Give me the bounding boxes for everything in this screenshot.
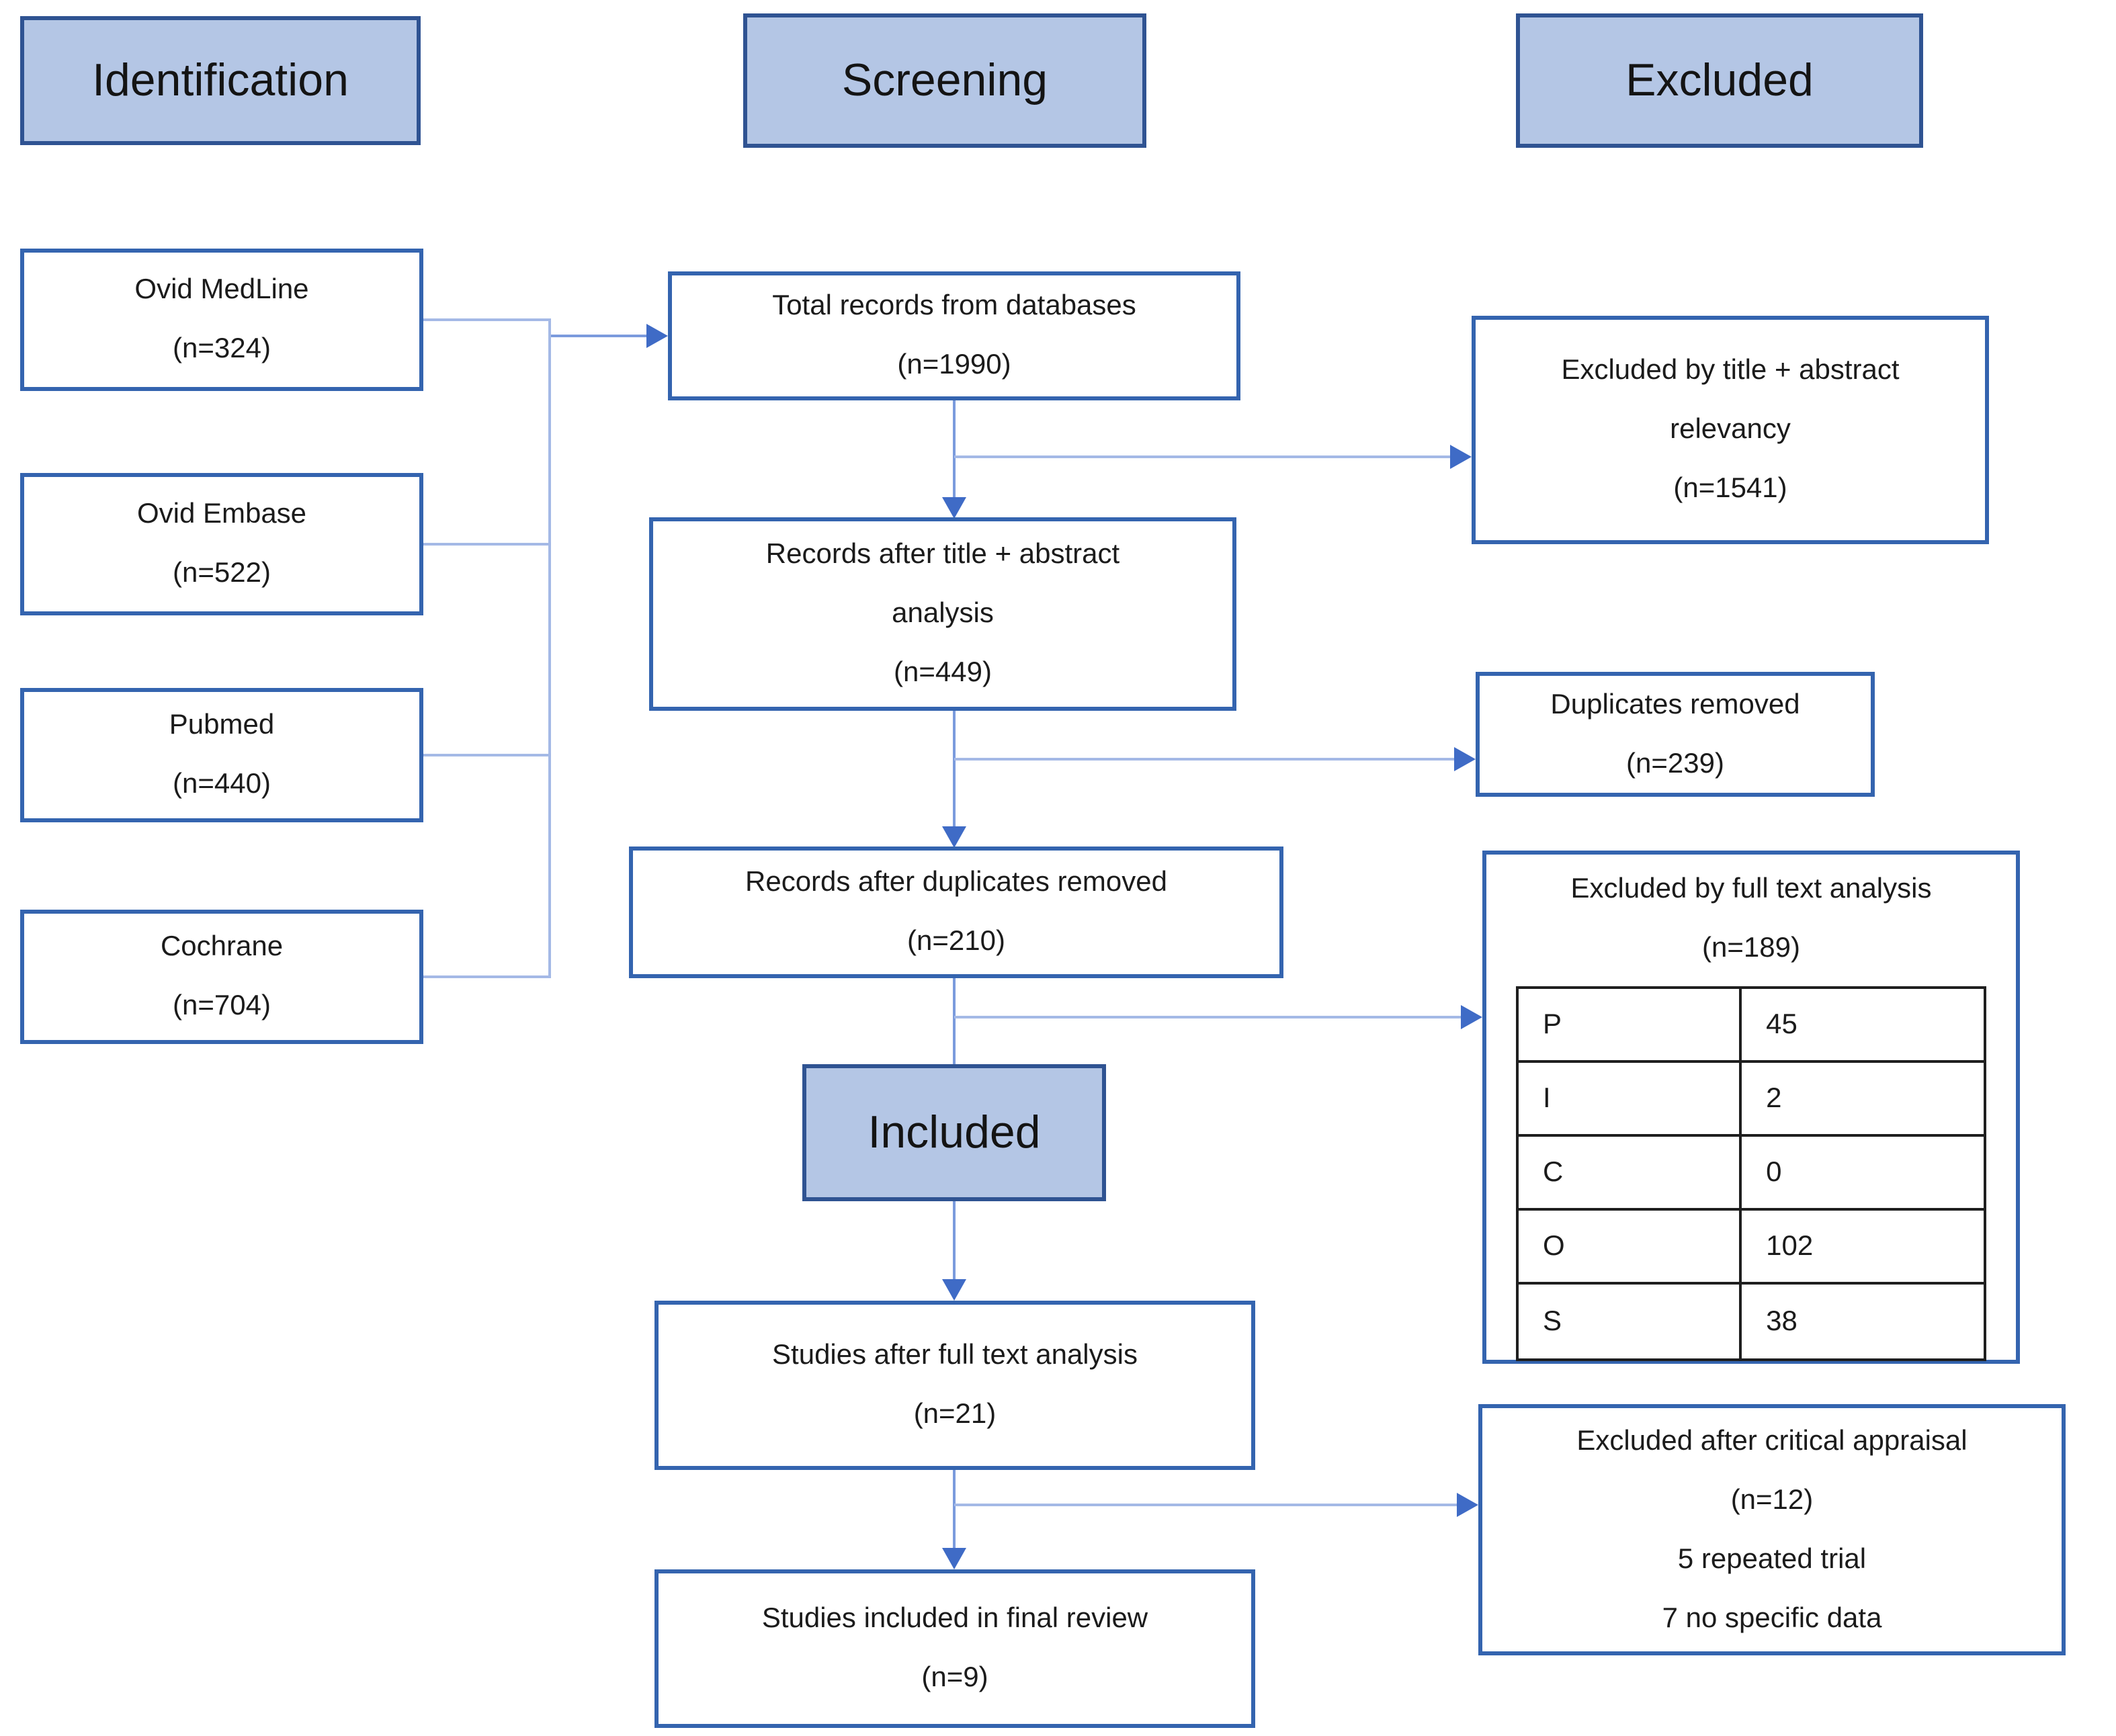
flow-box-after-duplicates: Records after duplicates removed (n=210) — [629, 847, 1283, 978]
box-line: Records after title + abstract — [765, 539, 1120, 570]
arrowhead-right-icon — [1454, 747, 1476, 771]
header-screening: Screening — [743, 13, 1146, 148]
box-line: (n=12) — [1730, 1484, 1814, 1515]
box-line: (n=1990) — [897, 349, 1011, 380]
flow-box-total-records: Total records from databases (n=1990) — [668, 271, 1240, 400]
box-line: (n=9) — [921, 1662, 988, 1693]
source-box-pubmed: Pubmed (n=440) — [20, 688, 423, 822]
box-line: (n=1541) — [1673, 473, 1787, 504]
picos-value: 0 — [1766, 1156, 1782, 1187]
connector-cochrane — [423, 975, 551, 978]
connector-to-total — [551, 335, 649, 337]
picos-value: 102 — [1766, 1230, 1814, 1261]
arrowhead-right-icon — [1450, 445, 1472, 469]
source-box-ovid-medline: Ovid MedLine (n=324) — [20, 249, 423, 391]
picos-label: C — [1519, 1137, 1742, 1208]
flow-line-2 — [953, 711, 956, 826]
connector-embase — [423, 543, 551, 546]
source-count: (n=440) — [173, 769, 271, 799]
box-line: Studies included in final review — [761, 1603, 1148, 1634]
excluded-box-full-text: Excluded by full text analysis (n=189) P… — [1482, 851, 2020, 1364]
box-line: Excluded by title + abstract — [1561, 355, 1900, 386]
picos-label: O — [1519, 1211, 1742, 1282]
box-line: 7 no specific data — [1662, 1602, 1882, 1633]
picos-row-c: C 0 — [1519, 1137, 1984, 1211]
excluded-box-title-abstract: Excluded by title + abstract relevancy (… — [1472, 316, 1989, 544]
box-line: Duplicates removed — [1550, 689, 1800, 720]
header-screening-label: Screening — [841, 54, 1048, 105]
box-line: (n=449) — [894, 657, 992, 688]
arrowhead-right-icon — [1457, 1493, 1478, 1517]
connector-medline — [423, 318, 551, 321]
box-line: 5 repeated trial — [1677, 1543, 1867, 1574]
arrowhead-down-icon — [942, 497, 966, 519]
header-included-label: Included — [867, 1106, 1041, 1158]
flow-line-4 — [953, 1201, 956, 1279]
picos-value: 45 — [1766, 1008, 1797, 1039]
picos-value: 38 — [1766, 1305, 1797, 1336]
box-line: (n=189) — [1702, 932, 1800, 963]
box-line: (n=21) — [913, 1399, 997, 1430]
box-line: (n=239) — [1626, 748, 1724, 779]
header-included: Included — [802, 1064, 1106, 1201]
branch-critical-appraisal — [954, 1504, 1457, 1506]
flow-box-after-title-abstract: Records after title + abstract analysis … — [649, 517, 1236, 711]
excluded-box-duplicates: Duplicates removed (n=239) — [1476, 672, 1875, 797]
arrowhead-down-icon — [942, 1279, 966, 1301]
header-excluded: Excluded — [1516, 13, 1923, 148]
arrowhead-down-icon — [942, 1548, 966, 1569]
picos-row-s: S 38 — [1519, 1285, 1984, 1358]
picos-value: 2 — [1766, 1082, 1782, 1113]
picos-row-o: O 102 — [1519, 1211, 1984, 1285]
box-line: Excluded after critical appraisal — [1576, 1425, 1967, 1456]
box-line: Records after duplicates removed — [745, 867, 1167, 898]
box-line: (n=210) — [907, 926, 1005, 957]
picos-label: I — [1519, 1063, 1742, 1134]
source-count: (n=324) — [173, 333, 271, 364]
box-line: Excluded by full text analysis — [1570, 873, 1932, 904]
header-excluded-label: Excluded — [1625, 54, 1814, 105]
header-identification-label: Identification — [92, 54, 349, 105]
collector-line — [548, 318, 551, 978]
picos-table: P 45 I 2 C 0 O 102 S 38 — [1516, 986, 1986, 1361]
box-line: relevancy — [1670, 414, 1791, 445]
picos-row-p: P 45 — [1519, 989, 1984, 1063]
branch-full-text — [954, 1016, 1461, 1018]
source-box-ovid-embase: Ovid Embase (n=522) — [20, 473, 423, 615]
source-box-cochrane: Cochrane (n=704) — [20, 910, 423, 1044]
header-identification: Identification — [20, 16, 421, 145]
arrowhead-right-icon — [646, 324, 668, 348]
source-name: Cochrane — [160, 931, 284, 962]
picos-row-i: I 2 — [1519, 1063, 1984, 1137]
flow-line-1 — [953, 400, 956, 497]
connector-pubmed — [423, 754, 551, 756]
flow-box-final-review: Studies included in final review (n=9) — [654, 1569, 1255, 1728]
excluded-box-critical-appraisal: Excluded after critical appraisal (n=12)… — [1478, 1404, 2066, 1655]
picos-label: S — [1519, 1285, 1742, 1358]
source-name: Pubmed — [169, 709, 275, 740]
source-count: (n=522) — [173, 558, 271, 589]
branch-title-abstract — [954, 455, 1450, 458]
source-name: Ovid MedLine — [134, 274, 309, 305]
arrowhead-down-icon — [942, 826, 966, 848]
source-name: Ovid Embase — [136, 498, 307, 529]
flow-box-after-full-text: Studies after full text analysis (n=21) — [654, 1301, 1255, 1470]
flow-line-5 — [953, 1470, 956, 1548]
box-line: Total records from databases — [772, 290, 1136, 321]
branch-duplicates — [954, 758, 1454, 761]
flow-line-3 — [953, 978, 956, 1064]
box-line: Studies after full text analysis — [772, 1340, 1138, 1371]
source-count: (n=704) — [173, 990, 271, 1021]
arrowhead-right-icon — [1461, 1005, 1482, 1029]
box-line: analysis — [892, 598, 994, 629]
picos-label: P — [1519, 989, 1742, 1060]
